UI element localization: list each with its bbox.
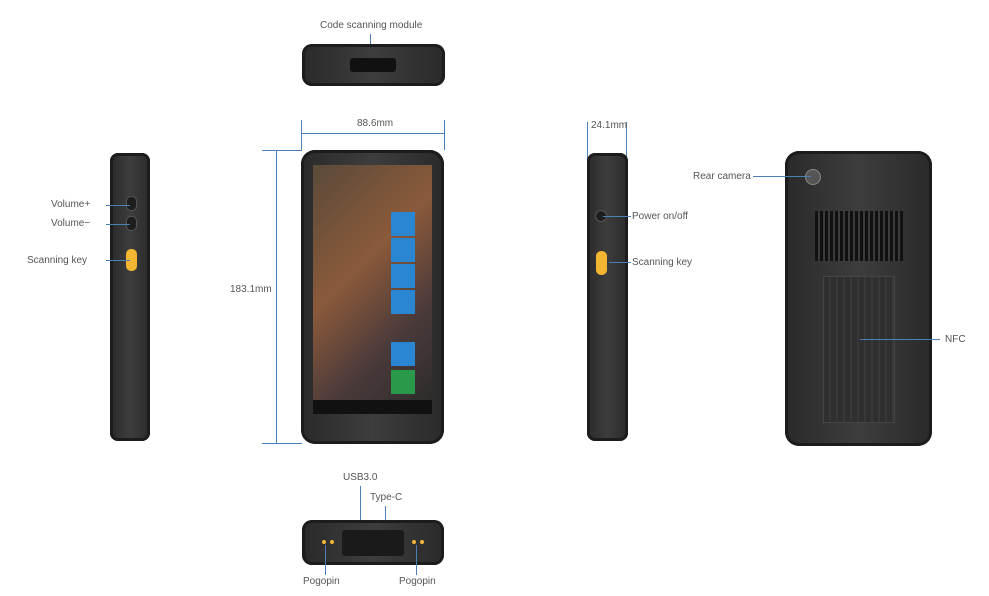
power-label: Power on/off xyxy=(632,211,688,222)
leader-line xyxy=(416,545,417,575)
tile xyxy=(391,264,415,288)
bottom-view-device xyxy=(302,520,444,565)
type-c-label: Type-C xyxy=(370,492,403,503)
scanning-key xyxy=(596,251,607,275)
rear-camera xyxy=(805,169,821,185)
height-dimension-line xyxy=(276,150,277,444)
leader-line xyxy=(385,506,386,526)
dimension-tick xyxy=(262,150,302,151)
front-view-device xyxy=(301,150,444,444)
pogopin xyxy=(412,540,416,544)
dimension-tick xyxy=(626,122,627,160)
tile xyxy=(391,212,415,236)
right-side-device xyxy=(587,153,628,441)
tile xyxy=(391,370,415,394)
pogopin xyxy=(420,540,424,544)
width-dimension-line xyxy=(301,133,445,134)
leader-line xyxy=(370,34,371,52)
left-side-device xyxy=(110,153,150,441)
leader-line xyxy=(753,176,811,177)
dimension-tick xyxy=(444,120,445,150)
dimension-tick xyxy=(587,122,588,160)
depth-label: 24.1mm xyxy=(591,120,628,131)
pogopin xyxy=(322,540,326,544)
code-scanning-module-label: Code scanning module xyxy=(320,20,423,31)
volume-down-label: Volume− xyxy=(51,218,91,229)
pogopin-right-label: Pogopin xyxy=(399,576,436,587)
volume-up-button xyxy=(126,196,137,211)
leader-line xyxy=(603,216,631,217)
tile xyxy=(391,238,415,262)
scanning-key-right-label: Scanning key xyxy=(632,257,693,268)
leader-line xyxy=(609,262,631,263)
taskbar xyxy=(313,400,432,414)
scanning-key xyxy=(126,249,137,271)
nfc-label: NFC xyxy=(945,334,966,345)
pogopin-left-label: Pogopin xyxy=(303,576,340,587)
leader-line xyxy=(106,205,130,206)
tile xyxy=(391,342,415,366)
tile xyxy=(391,290,415,314)
height-label: 183.1mm xyxy=(230,284,272,295)
width-label: 88.6mm xyxy=(357,118,394,129)
usb-label: USB3.0 xyxy=(343,472,378,483)
leader-line xyxy=(860,339,940,340)
leader-line xyxy=(106,260,130,261)
leader-line xyxy=(360,486,361,526)
scanner-window xyxy=(350,58,396,72)
top-view-device xyxy=(302,44,445,86)
scanning-key-left-label: Scanning key xyxy=(27,255,88,266)
speaker-grille xyxy=(815,211,903,261)
volume-down-button xyxy=(126,216,137,231)
rear-camera-label: Rear camera xyxy=(693,171,751,182)
back-view-device xyxy=(785,151,932,446)
leader-line xyxy=(325,545,326,575)
dimension-tick xyxy=(301,120,302,150)
leader-line xyxy=(106,224,130,225)
port-area xyxy=(342,530,404,556)
screen xyxy=(313,165,432,414)
volume-up-label: Volume+ xyxy=(51,199,91,210)
dimension-tick xyxy=(262,443,302,444)
battery-cover xyxy=(823,276,895,423)
pogopin xyxy=(330,540,334,544)
